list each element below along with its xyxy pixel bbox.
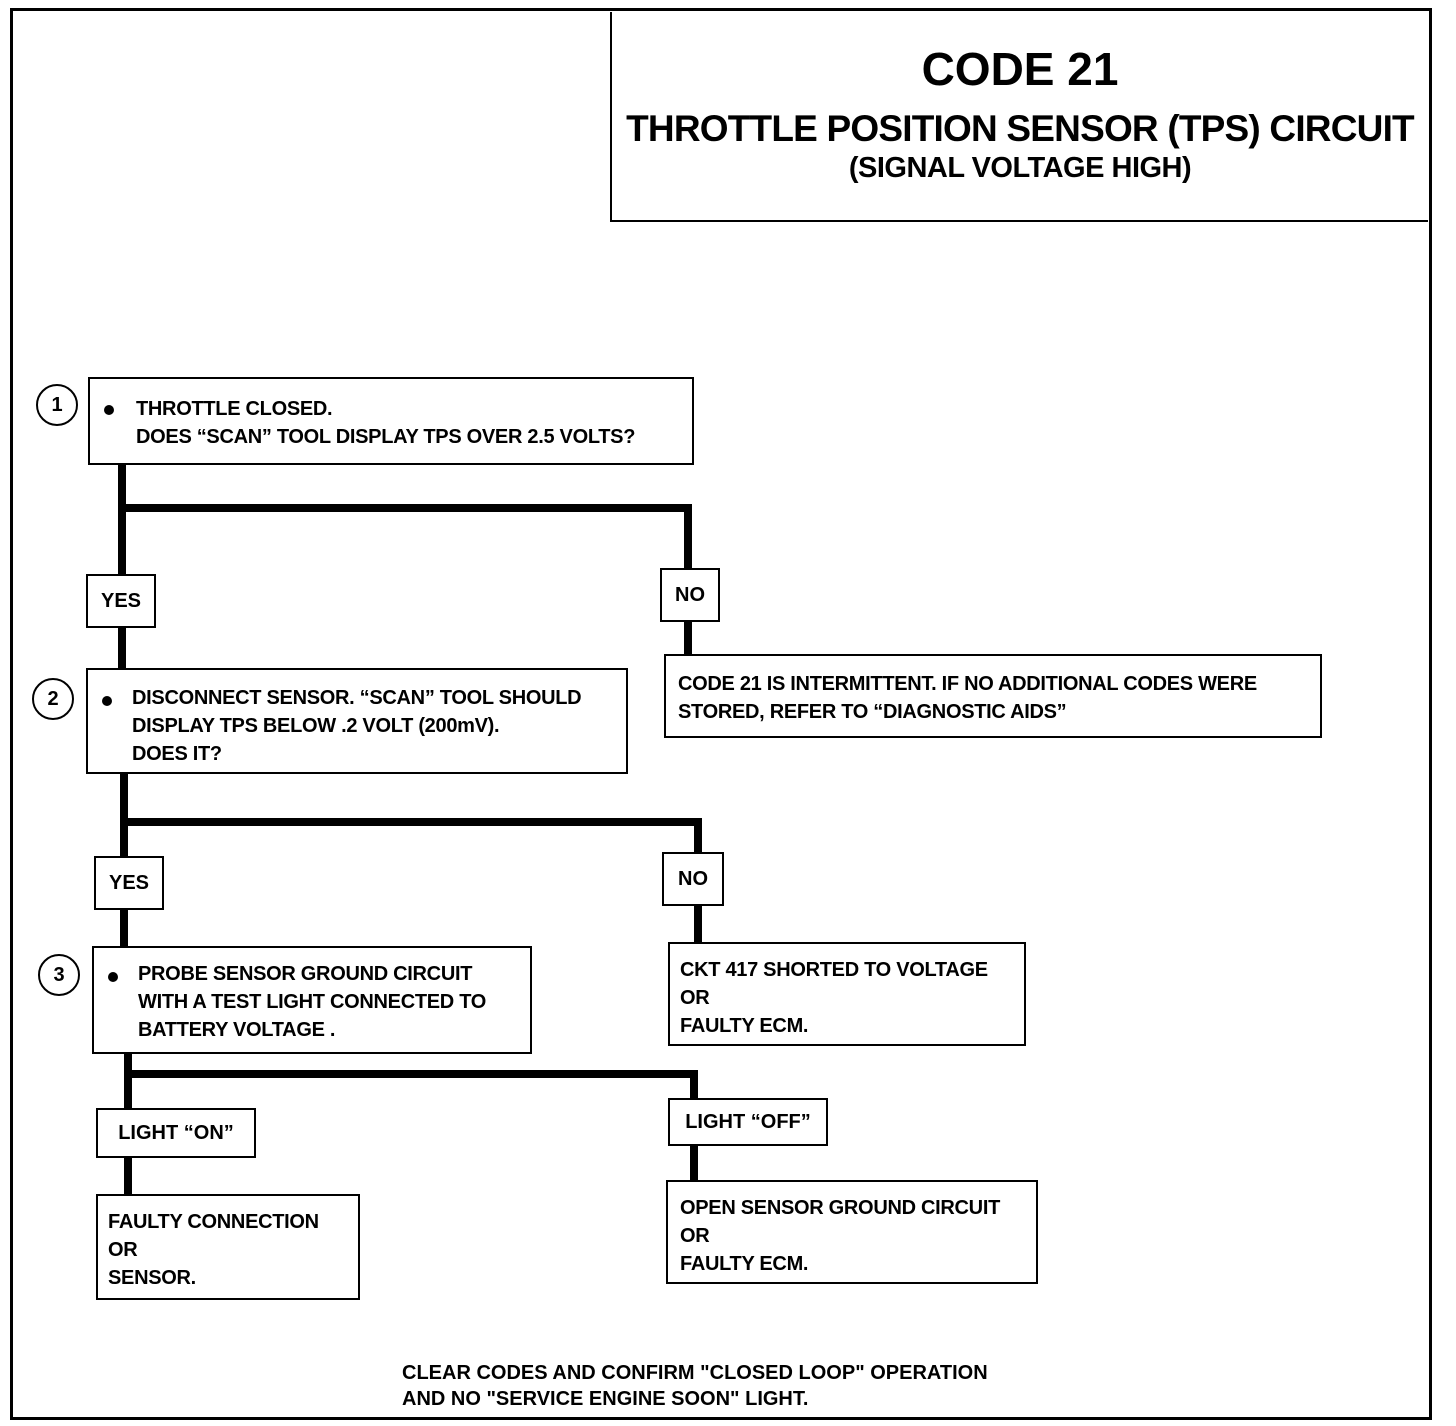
step-3-box: PROBE SENSOR GROUND CIRCUIT WITH A TEST … [92,946,532,1054]
connector [124,1070,698,1078]
result-line: SENSOR. [108,1267,196,1289]
no-label-1: NO [660,568,720,622]
step-number-1: 1 [36,384,78,426]
main-title: THROTTLE POSITION SENSOR (TPS) CIRCUIT [626,108,1415,149]
connector [120,908,128,950]
bullet-icon [102,696,112,706]
step-2-line: DISPLAY TPS BELOW .2 VOLT (200mV). [132,715,500,737]
connector [120,772,128,858]
connector [694,904,702,944]
result-line: OPEN SENSOR GROUND CIRCUIT [680,1197,1001,1219]
connector [124,1156,132,1198]
result-line: FAULTY ECM. [680,1253,809,1275]
connector [690,1142,698,1184]
footer-line: CLEAR CODES AND CONFIRM "CLOSED LOOP" OP… [402,1362,988,1384]
step-number-2: 2 [32,678,74,720]
yes-label-1: YES [86,574,156,628]
result-short-box: CKT 417 SHORTED TO VOLTAGE OR FAULTY ECM… [668,942,1026,1046]
title-block: CODE 21 THROTTLE POSITION SENSOR (TPS) C… [610,12,1428,222]
step-number-3: 3 [38,954,80,996]
result-line: CKT 417 SHORTED TO VOLTAGE [680,959,988,981]
result-open-ground-box: OPEN SENSOR GROUND CIRCUIT OR FAULTY ECM… [666,1180,1038,1284]
sub-title: (SIGNAL VOLTAGE HIGH) [848,152,1192,184]
result-line: OR [680,1225,710,1247]
step-2-line: DISCONNECT SENSOR. “SCAN” TOOL SHOULD [132,687,582,709]
footer-line: AND NO "SERVICE ENGINE SOON" LIGHT. [402,1388,809,1410]
bullet-icon [108,972,118,982]
connector [690,1070,698,1100]
connector [120,818,702,826]
connector [684,504,692,570]
step-2-line: DOES IT? [132,743,222,765]
connector [684,620,692,656]
result-line: OR [108,1239,138,1261]
footer-note: CLEAR CODES AND CONFIRM "CLOSED LOOP" OP… [402,1360,988,1412]
result-line: FAULTY CONNECTION [108,1211,319,1233]
step-1-line: THROTTLE CLOSED. [136,398,333,420]
step-1-line: DOES “SCAN” TOOL DISPLAY TPS OVER 2.5 VO… [136,426,636,448]
light-off-label: LIGHT “OFF” [668,1098,828,1146]
result-line: STORED, REFER TO “DIAGNOSTIC AIDS” [678,701,1067,723]
yes-label-2: YES [94,856,164,910]
result-line: OR [680,987,710,1009]
step-1-box: THROTTLE CLOSED. DOES “SCAN” TOOL DISPLA… [88,377,694,465]
bullet-icon [104,405,114,415]
result-intermittent-box: CODE 21 IS INTERMITTENT. IF NO ADDITIONA… [664,654,1322,738]
code-title: CODE 21 [921,43,1119,95]
connector [118,464,126,574]
light-on-label: LIGHT “ON” [96,1108,256,1158]
result-faulty-connection-box: FAULTY CONNECTION OR SENSOR. [96,1194,360,1300]
result-line: FAULTY ECM. [680,1015,809,1037]
connector [124,1052,132,1112]
step-2-box: DISCONNECT SENSOR. “SCAN” TOOL SHOULD DI… [86,668,628,774]
result-line: CODE 21 IS INTERMITTENT. IF NO ADDITIONA… [678,673,1257,695]
outer-border [10,8,1432,1420]
no-label-2: NO [662,852,724,906]
step-3-line: WITH A TEST LIGHT CONNECTED TO [138,991,487,1013]
connector [694,818,702,854]
step-3-line: BATTERY VOLTAGE . [138,1019,336,1041]
connector [118,626,126,670]
step-3-line: PROBE SENSOR GROUND CIRCUIT [138,963,473,985]
connector [118,504,692,512]
